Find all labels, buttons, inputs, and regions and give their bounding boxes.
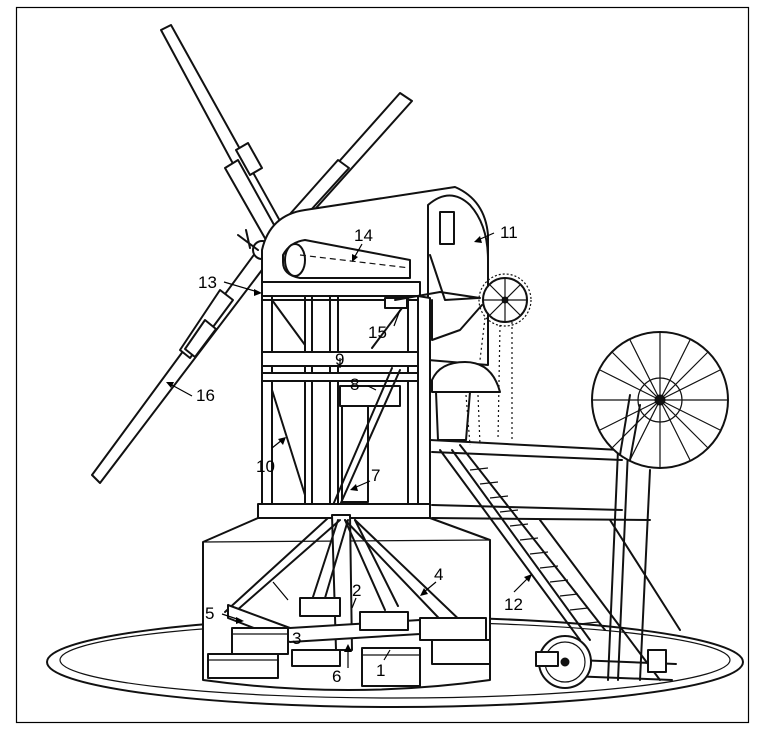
callout-4: 4 (434, 565, 443, 584)
callout-3: 3 (292, 629, 301, 648)
tail-ladder (429, 331, 729, 689)
callout-labels: 1 2 3 4 5 6 7 8 9 10 11 12 13 14 15 16 (196, 223, 523, 686)
callout-14: 14 (354, 226, 373, 245)
trestle-base (202, 514, 491, 691)
callout-10: 10 (256, 457, 275, 476)
callout-11: 11 (500, 223, 518, 242)
callout-6: 6 (332, 667, 341, 686)
callout-5: 5 (205, 604, 214, 623)
callout-2: 2 (352, 581, 361, 600)
tail-wheel (429, 254, 532, 441)
mill-body (257, 186, 489, 521)
callout-8: 8 (350, 375, 359, 394)
callout-16: 16 (196, 386, 215, 405)
callout-15: 15 (368, 323, 387, 342)
callout-9: 9 (335, 350, 344, 369)
figure-border (15, 6, 750, 724)
grain-bin (431, 361, 501, 446)
callout-7: 7 (371, 466, 380, 485)
callout-12: 12 (504, 595, 523, 614)
callout-13: 13 (198, 273, 217, 292)
callout-1: 1 (376, 661, 385, 680)
callout-leaders (166, 232, 532, 668)
